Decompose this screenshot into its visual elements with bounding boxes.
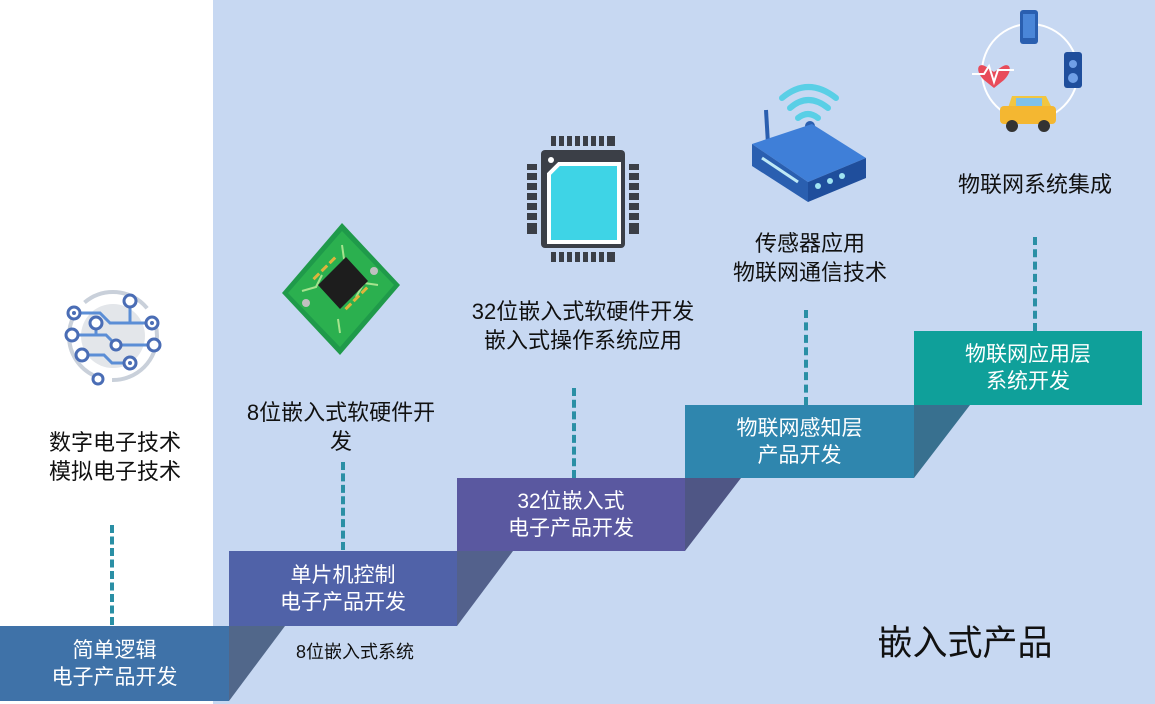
step-line: 系统开发 <box>986 370 1070 393</box>
connector-3 <box>572 388 576 478</box>
step-line: 电子产品开发 <box>51 665 178 689</box>
label-32bit: 32位嵌入式软硬件开发 嵌入式操作系统应用 <box>450 297 716 355</box>
shadow-4 <box>914 405 970 478</box>
step-line: 物联网应用层 <box>965 343 1091 366</box>
step-simple-logic: 简单逻辑电子产品开发 <box>0 626 229 701</box>
step-iot-perception: 物联网感知层产品开发 <box>685 405 914 478</box>
label-electronics: 数字电子技术 模拟电子技术 <box>20 428 210 486</box>
label-line: 发 <box>329 429 352 454</box>
connector-4 <box>804 310 808 405</box>
connector-5 <box>1033 237 1037 331</box>
shadow-2 <box>457 551 513 626</box>
connector-2 <box>341 462 345 550</box>
step-line: 产品开发 <box>757 443 842 467</box>
iot-devices-icon <box>972 10 1082 132</box>
label-line: 8位嵌入式软硬件开 <box>246 400 436 425</box>
wifi-router-icon <box>752 84 866 202</box>
pcb-chip-icon <box>282 223 400 355</box>
step-line: 电子产品开发 <box>508 516 634 540</box>
label-line: 模拟电子技术 <box>48 459 181 484</box>
step-line: 32位嵌入式 <box>517 489 625 513</box>
label-line: 数字电子技术 <box>48 430 181 455</box>
sub-label: 8位嵌入式系统 <box>295 642 414 662</box>
label-iot-integration: 物联网系统集成 <box>930 170 1140 199</box>
step-line: 电子产品开发 <box>280 590 406 614</box>
step-mcu-control: 单片机控制电子产品开发 <box>229 551 457 626</box>
step-line: 物联网感知层 <box>736 416 863 440</box>
processor-chip-icon <box>527 136 639 262</box>
step-line: 单片机控制 <box>290 563 396 587</box>
label-8bit: 8位嵌入式软硬件开 发 <box>236 398 446 456</box>
step-iot-application: 物联网应用层系统开发 <box>914 331 1142 405</box>
connector-1 <box>110 525 114 625</box>
label-line: 物联网通信技术 <box>732 260 887 285</box>
shadow-3 <box>685 478 741 551</box>
step-line: 简单逻辑 <box>72 638 157 662</box>
label-sensor: 传感器应用 物联网通信技术 <box>705 229 915 287</box>
corner-label: 嵌入式产品 <box>877 624 1053 663</box>
circuit-icon <box>64 290 162 386</box>
label-line: 嵌入式操作系统应用 <box>483 328 682 353</box>
label-line: 物联网系统集成 <box>957 172 1112 197</box>
step-32bit-embedded: 32位嵌入式电子产品开发 <box>457 478 685 551</box>
shadow-1 <box>229 626 285 701</box>
label-line: 传感器应用 <box>754 231 865 256</box>
label-line: 32位嵌入式软硬件开发 <box>471 299 695 324</box>
